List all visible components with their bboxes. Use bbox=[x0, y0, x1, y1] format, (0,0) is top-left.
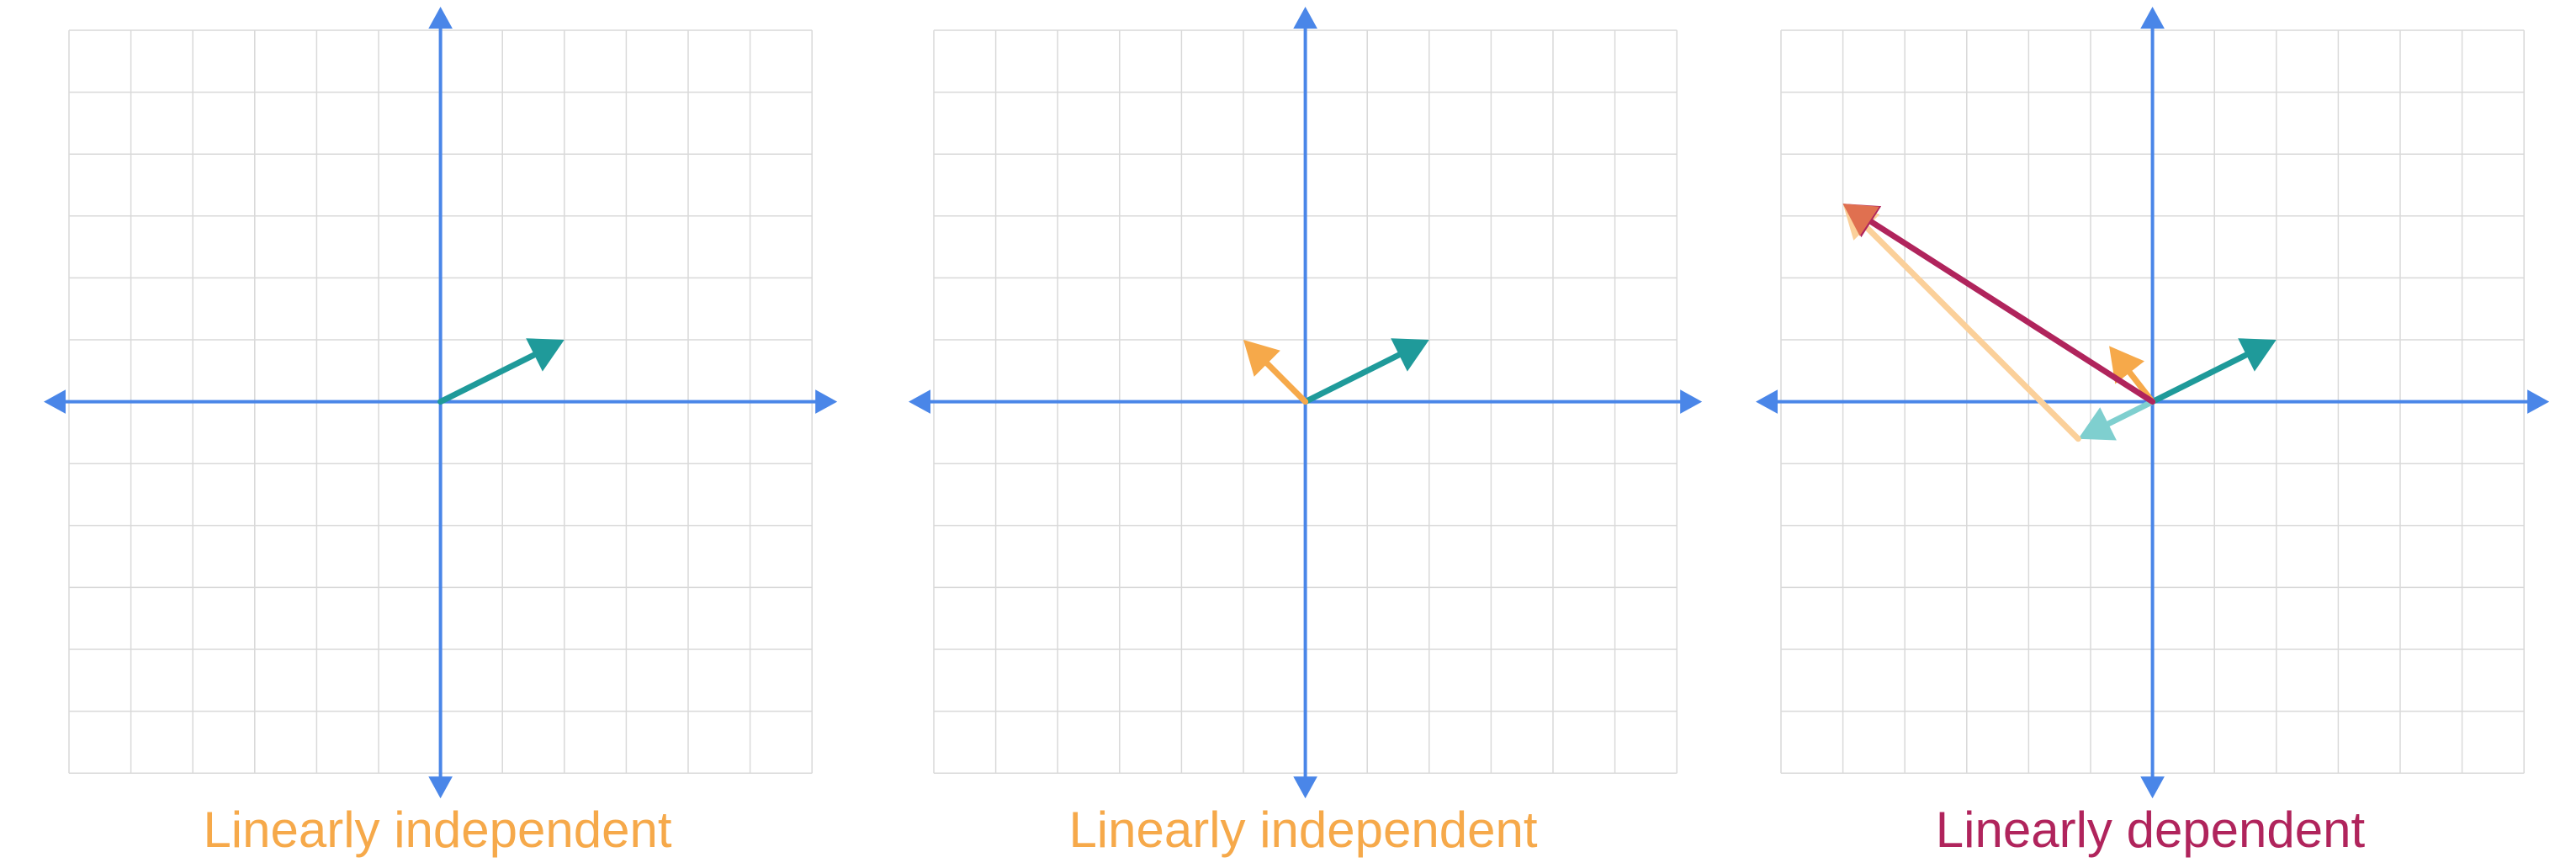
vector-shaft bbox=[1264, 360, 1309, 405]
caption-panel-2: Linearly independent bbox=[1068, 802, 1538, 858]
vector-arrowhead bbox=[1243, 340, 1280, 377]
x-axis-arrow-right bbox=[2527, 389, 2550, 414]
x-axis-arrow-left bbox=[909, 389, 930, 414]
caption-panel-3: Linearly dependent bbox=[1935, 802, 2366, 858]
y-axis-arrow-down bbox=[1293, 776, 1317, 799]
panel-1 bbox=[44, 7, 838, 799]
vector-sum bbox=[1842, 204, 2156, 405]
vector-arrowhead bbox=[2109, 346, 2145, 384]
vector-w bbox=[2109, 346, 2156, 405]
y-axis-arrow-down bbox=[428, 776, 453, 799]
x-axis-arrow-left bbox=[44, 389, 66, 414]
vector-v bbox=[2149, 338, 2277, 405]
caption-panel-1: Linearly independent bbox=[203, 802, 672, 858]
x-axis-arrow-right bbox=[1680, 389, 1703, 414]
vector-shaft bbox=[2105, 399, 2156, 427]
panel-3 bbox=[1756, 7, 2550, 799]
vector-shaft bbox=[2149, 352, 2250, 405]
vector-v bbox=[1302, 338, 1429, 405]
x-axis-arrow-left bbox=[1756, 389, 1778, 414]
vector-w-scaled bbox=[1842, 204, 2081, 442]
vector-arrowhead bbox=[1391, 338, 1429, 372]
vector-shaft bbox=[1868, 219, 2156, 405]
vector-v bbox=[437, 338, 564, 405]
vector-shaft bbox=[1863, 224, 2081, 442]
vector-arrowhead bbox=[2238, 338, 2277, 372]
vector-sum-tip bbox=[1842, 204, 1879, 236]
vector-shaft bbox=[1302, 352, 1402, 405]
y-axis-arrow-down bbox=[2140, 776, 2165, 799]
vector-neg-v-scaled bbox=[2078, 399, 2156, 441]
vector-arrowhead bbox=[526, 338, 564, 372]
vector-shaft bbox=[437, 352, 538, 405]
y-axis-arrow-up bbox=[2140, 7, 2165, 29]
y-axis-arrow-up bbox=[428, 7, 453, 29]
vector-arrowhead bbox=[2078, 407, 2117, 441]
y-axis-arrow-up bbox=[1293, 7, 1317, 29]
panel-2 bbox=[909, 7, 1703, 799]
x-axis-arrow-right bbox=[815, 389, 838, 414]
vector-arrowhead bbox=[1842, 204, 1879, 236]
vector-w bbox=[1243, 340, 1309, 405]
